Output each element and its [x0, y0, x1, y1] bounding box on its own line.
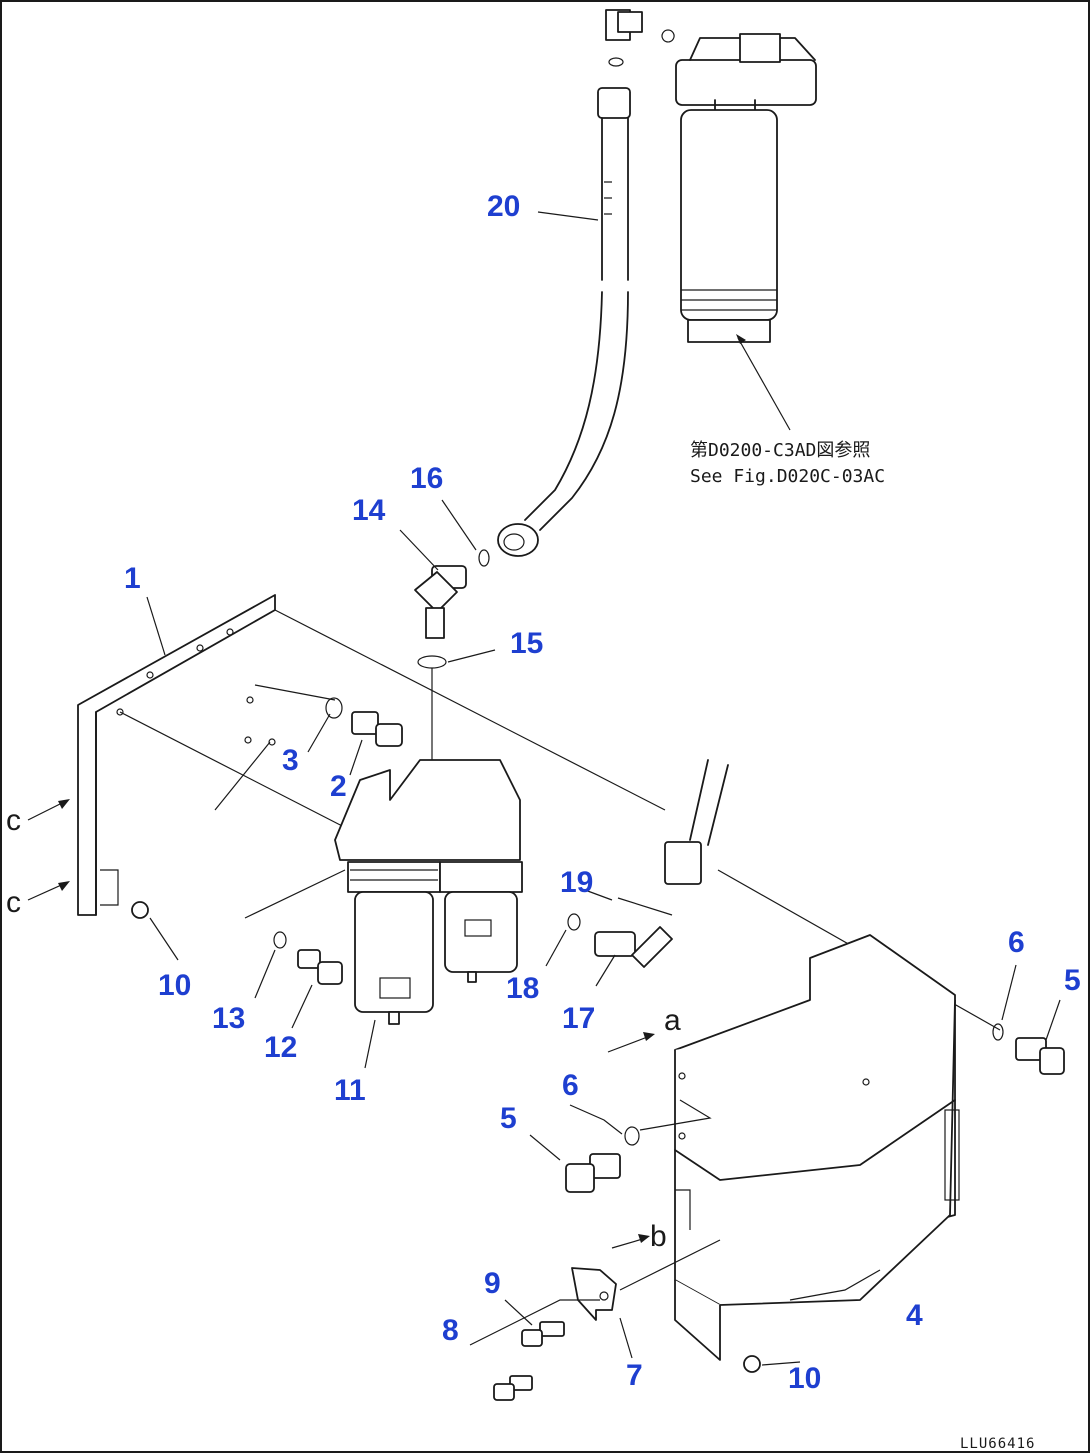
view-a-arrow: [607, 1035, 651, 1053]
callout-3: 3: [282, 744, 299, 777]
callout-6-left: 6: [562, 1069, 579, 1102]
callout-10-left: 10: [158, 969, 191, 1002]
callout-15: 15: [510, 627, 543, 660]
callout-9: 9: [484, 1267, 501, 1300]
callout-5-right: 5: [1064, 964, 1081, 997]
filter-cover-4: [674, 934, 960, 1361]
drain-hose: [664, 759, 729, 885]
clamp-bracket-7: [571, 1239, 721, 1321]
top-elbow-fitting: [605, 9, 643, 67]
fuel-hose: [497, 87, 631, 557]
view-a-arrowhead: [643, 1032, 655, 1041]
bolt-9: [521, 1321, 565, 1347]
callout-12: 12: [264, 1031, 297, 1064]
view-b-arrowhead: [638, 1234, 650, 1243]
elbow-fitting-14: [414, 549, 490, 639]
callout-18: 18: [506, 972, 539, 1005]
bolt-5-right: [1015, 1037, 1065, 1075]
pin-19: [617, 897, 673, 916]
washer-3: [325, 697, 343, 719]
fuel-filter-assembly-11: [334, 759, 523, 1025]
bolt-10-left: [131, 901, 149, 919]
reference-note-en: See Fig.D020C-03AC: [690, 466, 885, 487]
view-mark-c-lower: c: [6, 886, 21, 919]
elbow-fitting-17: [594, 926, 673, 968]
callout-10-right: 10: [788, 1362, 821, 1395]
bolt-12: [297, 949, 343, 985]
view-mark-c-upper: c: [6, 804, 21, 837]
callout-12-13-a: 13: [212, 1002, 245, 1035]
callout-11: 11: [334, 1074, 366, 1107]
mounting-bracket-1: [77, 594, 276, 916]
view-mark-b: b: [650, 1220, 667, 1253]
callout-6-right: 6: [1008, 926, 1025, 959]
assembly-lines: [119, 609, 1001, 1031]
view-c-arrowheads: [58, 799, 70, 891]
callout-5-left: 5: [500, 1102, 517, 1135]
callout-2: 2: [330, 770, 347, 803]
o-ring-18: [567, 913, 581, 931]
reference-arrowhead: [736, 334, 746, 344]
callout-7: 7: [626, 1359, 643, 1392]
washer-6-right: [992, 1023, 1004, 1041]
callout-1: 1: [124, 562, 141, 595]
callout-17: 17: [562, 1002, 595, 1035]
reference-note-jp: 第D0200-C3AD図参照: [690, 440, 870, 461]
callout-16: 16: [410, 462, 443, 495]
main-fuel-filter: [661, 29, 817, 343]
washer-6-left: [624, 1126, 640, 1146]
bolt-5-left: [565, 1153, 621, 1193]
leader-lines: [146, 211, 1061, 1366]
view-mark-a: a: [664, 1004, 681, 1037]
bolt-2: [351, 711, 403, 747]
callout-19: 19: [560, 866, 593, 899]
reference-leader: [737, 337, 791, 431]
assembly-lines-3: [639, 1099, 712, 1131]
washer-13: [273, 931, 287, 949]
o-ring-15: [417, 655, 447, 669]
callout-8: 8: [442, 1314, 459, 1347]
drawing-code: LLU66416: [960, 1436, 1035, 1452]
bolt-10-right: [743, 1355, 761, 1373]
assembly-lines-2: [214, 684, 336, 811]
callout-20: 20: [487, 190, 520, 223]
callout-14: 14: [352, 494, 386, 527]
bolt-8: [493, 1375, 533, 1401]
callout-4: 4: [906, 1299, 923, 1332]
